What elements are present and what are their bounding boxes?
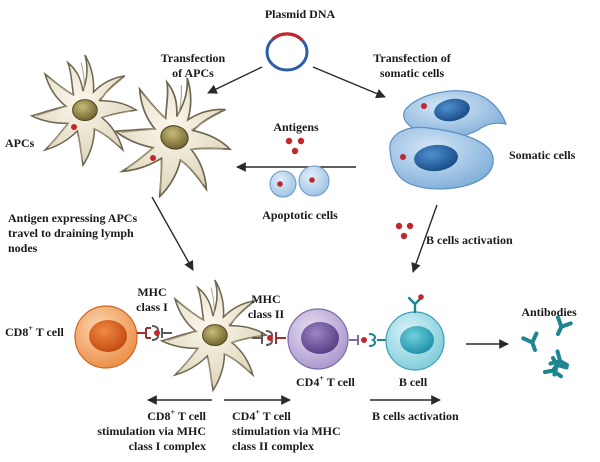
apoptotic-cells-label: Apoptotic cells [262, 208, 338, 222]
mhc-class-i-label-2: class I [136, 300, 168, 314]
mhc-class-i-complex [137, 325, 172, 341]
mhc-class-ii-label-2: class II [248, 307, 285, 321]
somatic-cell-1 [403, 90, 507, 139]
somatic-cells-label: Somatic cells [509, 148, 576, 162]
b-cell-label: B cell [399, 375, 428, 389]
plasmid-label: Plasmid DNA [265, 7, 336, 21]
cd4-stimulation-label-3: class II complex [232, 439, 314, 453]
apc-dendritic-cell-1 [30, 54, 137, 166]
arrow-plasmid-to-somatic [312, 66, 386, 99]
cd8-stimulation-label-2: stimulation via MHC [97, 424, 206, 438]
arrow-apcs-to-lymph [151, 196, 194, 271]
arrow-plasmid-to-apcs [207, 66, 263, 94]
plasmid-dna: Plasmid DNA [265, 7, 336, 72]
mhc-class-ii-label-1: MHC [251, 292, 280, 306]
cd8-t-cell [74, 305, 138, 369]
cd4-t-cell-label: CD4+ T cell [296, 374, 355, 389]
cd8-stimulation-label-3: class I complex [129, 439, 206, 453]
apcs-label: APCs [5, 136, 35, 150]
apc-travel-label-3: nodes [8, 241, 38, 255]
transfection-apcs-label-2: of APCs [172, 66, 214, 80]
mhc-class-ii-complex [252, 330, 286, 346]
b-cells-activation-bottom-label: B cells activation [372, 409, 459, 423]
transfection-apcs-label-1: Transfection [161, 51, 226, 65]
apc-travel-label-1: Antigen expressing APCs [8, 211, 137, 225]
antibodies-label: Antibodies [521, 305, 577, 319]
cd4-bcell-synapse [349, 333, 386, 347]
cd4-stimulation-label-1: CD4+ T cell [232, 408, 291, 423]
cd8-stimulation-label-1: CD8+ T cell [147, 408, 206, 423]
somatic-cell-2 [389, 126, 494, 190]
transfection-somatic-label-2: somatic cells [380, 66, 445, 80]
cd4-stimulation-label-2: stimulation via MHC [232, 424, 341, 438]
b-cells-activation-top-label: B cells activation [426, 233, 513, 247]
plasmid-insert [271, 32, 304, 42]
antigen-cluster-top [285, 137, 305, 155]
antigen-cluster-bcell [395, 222, 414, 240]
antigen-dot-apc-1 [71, 124, 77, 130]
apc-travel-label-2: travel to draining lymph [8, 226, 134, 240]
cd8-t-cell-label: CD8+ T cell [5, 324, 64, 339]
transfection-somatic-label-1: Transfection of [373, 51, 451, 65]
mhc-class-i-label-1: MHC [137, 285, 166, 299]
cd4-t-cell [287, 308, 349, 370]
apoptotic-cells [269, 165, 330, 198]
antigens-label: Antigens [273, 120, 319, 134]
antibody-molecules [521, 315, 573, 381]
antigen-dot-apc-2 [150, 155, 156, 161]
arrow-somatic-to-bcell [411, 204, 438, 273]
b-cell [385, 294, 445, 371]
